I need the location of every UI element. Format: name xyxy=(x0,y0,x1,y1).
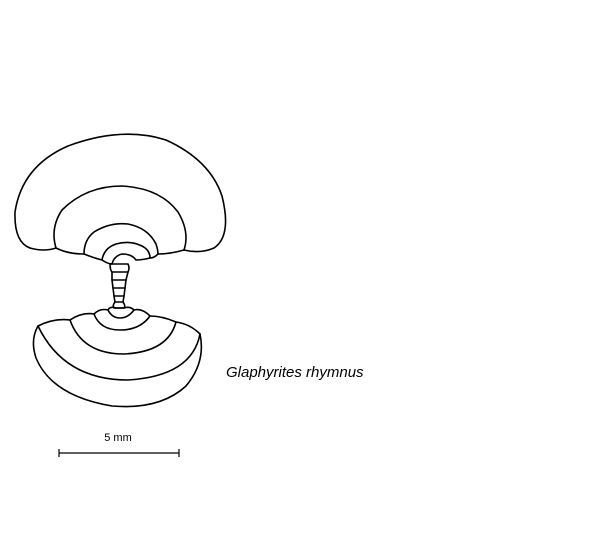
scale-bar: 5 mm xyxy=(58,432,180,457)
lower-whorl-section xyxy=(32,306,203,408)
upper-third-whorl xyxy=(55,222,185,255)
column-whorl-5 xyxy=(113,295,125,303)
column-whorl-1 xyxy=(109,263,130,273)
upper-fourth-whorl xyxy=(83,241,159,261)
upper-inner-whorl xyxy=(101,253,151,265)
upper-second-whorl xyxy=(29,185,187,251)
lower-third-whorl xyxy=(69,312,177,355)
column-whorl-3 xyxy=(111,279,127,289)
scale-bar-label: 5 mm xyxy=(104,432,132,444)
upper-outer-whorl xyxy=(14,133,227,253)
inner-whorl-column xyxy=(109,263,130,309)
lower-fourth-whorl xyxy=(93,308,151,331)
lower-inner-whorl xyxy=(107,306,135,319)
upper-whorl-section xyxy=(14,133,227,265)
lower-outer-whorl xyxy=(32,325,203,408)
species-name-label: Glaphyrites rhymnus xyxy=(226,364,364,381)
column-whorl-2 xyxy=(111,271,129,281)
lower-second-whorl xyxy=(37,318,201,381)
column-whorl-4 xyxy=(112,287,126,297)
